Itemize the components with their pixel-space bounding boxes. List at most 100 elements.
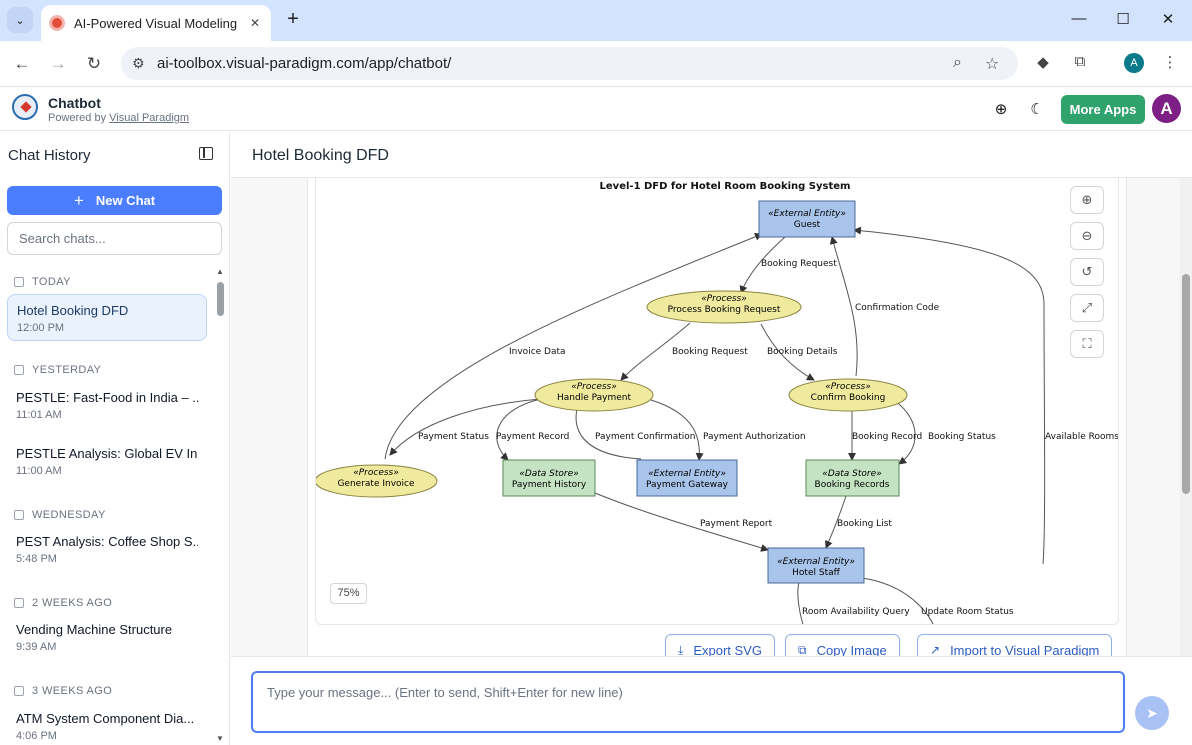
- node-generate-invoice[interactable]: «Process» Generate Invoice: [316, 464, 438, 498]
- language-globe-icon[interactable]: ⊕: [994, 101, 1008, 118]
- node-payment-gateway[interactable]: «External Entity» Payment Gateway: [636, 459, 738, 497]
- message-composer: ➤: [231, 656, 1192, 745]
- edge-process-handle: [620, 322, 691, 381]
- scroll-down-arrow-icon[interactable]: ▼: [216, 734, 224, 743]
- chat-item[interactable]: PESTLE Analysis: Global EV In... 11:00 A…: [7, 438, 207, 485]
- new-chat-button[interactable]: + New Chat: [7, 186, 222, 215]
- tab-search-button[interactable]: ⌄: [7, 7, 33, 33]
- visual-paradigm-link[interactable]: Visual Paradigm: [109, 112, 190, 124]
- chat-item[interactable]: PEST Analysis: Coffee Shop S... 5:48 PM: [7, 526, 207, 573]
- minimize-window-button[interactable]: —: [1071, 10, 1087, 27]
- reset-view-icon[interactable]: ↺: [1070, 258, 1104, 286]
- dfd-diagram-svg: Level-1 DFD for Hotel Room Booking Syste…: [316, 181, 1119, 624]
- chat-item-name: Hotel Booking DFD: [17, 303, 129, 318]
- zoom-in-icon[interactable]: ⊕: [1070, 186, 1104, 214]
- flow-label: Update Room Status: [921, 607, 1014, 617]
- forward-button[interactable]: →: [49, 54, 67, 73]
- flow-label: Confirmation Code: [855, 303, 940, 313]
- copy-image-button[interactable]: ⧉Copy Image: [785, 634, 900, 656]
- fullscreen-icon[interactable]: ⛶: [1070, 330, 1104, 358]
- chat-item[interactable]: PESTLE: Fast-Food in India – ... 11:01 A…: [7, 382, 207, 429]
- node-payment-history[interactable]: «Data Store» Payment History: [502, 459, 596, 497]
- node-booking-records[interactable]: «Data Store» Booking Records: [805, 459, 900, 497]
- fit-to-screen-icon[interactable]: ⤢: [1070, 294, 1104, 322]
- svg-text:«Process»: «Process»: [701, 294, 747, 304]
- flow-label: Payment Confirmation: [595, 432, 696, 442]
- svg-text:Process Booking Request: Process Booking Request: [668, 305, 781, 315]
- node-guest[interactable]: «External Entity» Guest: [758, 200, 856, 238]
- node-process-booking-request[interactable]: «Process» Process Booking Request: [646, 290, 802, 324]
- chat-scroll-thumb[interactable]: [1182, 274, 1190, 494]
- chat-item-name: PESTLE: Fast-Food in India – ...: [16, 390, 198, 405]
- message-input[interactable]: [251, 671, 1125, 733]
- search-chats-input[interactable]: [7, 222, 222, 255]
- extension-icon[interactable]: ◆: [1037, 54, 1049, 71]
- chat-item[interactable]: Vending Machine Structure 9:39 AM: [7, 614, 207, 661]
- chat-item-time: 11:01 AM: [16, 409, 62, 421]
- svg-text:Booking Records: Booking Records: [815, 480, 890, 490]
- sidebar-scroll-thumb[interactable]: [217, 282, 224, 316]
- edge-payment-report: [594, 492, 769, 552]
- zoom-icon[interactable]: ⌕: [953, 54, 962, 71]
- import-to-visual-paradigm-button[interactable]: ↗Import to Visual Paradigm: [917, 634, 1113, 656]
- browser-tab[interactable]: AI-Powered Visual Modeling Ch ✕: [41, 5, 271, 41]
- svg-text:«Process»: «Process»: [825, 382, 871, 392]
- zoom-out-icon[interactable]: ⊖: [1070, 222, 1104, 250]
- external-link-icon: ↗: [930, 643, 941, 656]
- chat-item-time: 4:06 PM: [16, 730, 57, 742]
- user-avatar[interactable]: A: [1152, 94, 1181, 123]
- send-icon[interactable]: ➤: [1135, 696, 1169, 730]
- flow-label: Payment Report: [700, 519, 773, 529]
- app-header: Chatbot Powered by Visual Paradigm ⊕ ☾ M…: [0, 88, 1192, 131]
- sidebar-scrollbar[interactable]: ▲ ▼: [216, 267, 225, 744]
- flow-label: Booking List: [837, 519, 892, 529]
- more-apps-button[interactable]: More Apps: [1061, 95, 1145, 124]
- plus-icon: +: [73, 190, 84, 210]
- tab-strip: ⌄ AI-Powered Visual Modeling Ch ✕ + — ☐ …: [0, 0, 1192, 41]
- conversation-title: Hotel Booking DFD: [252, 147, 389, 164]
- new-tab-button[interactable]: +: [287, 8, 299, 30]
- export-svg-button[interactable]: ⤓Export SVG: [665, 634, 775, 656]
- scroll-up-arrow-icon[interactable]: ▲: [216, 267, 224, 276]
- chat-messages-area: Level-1 DFD for Hotel Room Booking Syste…: [231, 178, 1180, 656]
- chat-item-active[interactable]: Hotel Booking DFD 12:00 PM: [7, 294, 207, 341]
- svg-text:«External Entity»: «External Entity»: [777, 557, 855, 567]
- svg-text:«Data Store»: «Data Store»: [822, 469, 881, 479]
- new-chat-label: New Chat: [95, 193, 156, 208]
- close-tab-icon[interactable]: ✕: [249, 16, 261, 30]
- flow-label: Payment Authorization: [703, 432, 806, 442]
- url-text[interactable]: ai-toolbox.visual-paradigm.com/app/chatb…: [157, 55, 452, 72]
- flow-label: Available Rooms: [1045, 432, 1119, 442]
- bookmark-star-icon[interactable]: ☆: [985, 56, 1000, 73]
- chat-item[interactable]: ATM System Component Dia... 4:06 PM: [7, 703, 207, 745]
- svg-text:«Process»: «Process»: [353, 468, 399, 478]
- edge-handle-gateway: [650, 399, 704, 461]
- tab-title: AI-Powered Visual Modeling Ch: [74, 15, 241, 31]
- collapse-sidebar-icon[interactable]: [199, 147, 213, 160]
- close-window-button[interactable]: ✕: [1161, 11, 1175, 28]
- svg-text:Confirm Booking: Confirm Booking: [811, 393, 886, 403]
- edge-handle-payment-history: [496, 398, 542, 461]
- omnibox[interactable]: ⚙ ai-toolbox.visual-paradigm.com/app/cha…: [121, 47, 1018, 80]
- download-icon: ⤓: [678, 642, 684, 657]
- back-button[interactable]: ←: [13, 54, 31, 73]
- node-hotel-staff[interactable]: «External Entity» Hotel Staff: [767, 547, 865, 584]
- sidebar-title: Chat History: [8, 147, 91, 164]
- visual-paradigm-logo: [12, 94, 38, 120]
- reload-button[interactable]: ↻: [86, 54, 102, 73]
- profile-avatar[interactable]: A: [1124, 53, 1144, 73]
- dark-mode-moon-icon[interactable]: ☾: [1030, 101, 1044, 118]
- dfd-diagram-viewer[interactable]: Level-1 DFD for Hotel Room Booking Syste…: [315, 178, 1119, 625]
- node-confirm-booking[interactable]: «Process» Confirm Booking: [788, 378, 908, 412]
- extensions-puzzle-icon[interactable]: ⧉: [1074, 53, 1086, 70]
- node-handle-payment[interactable]: «Process» Handle Payment: [534, 378, 654, 412]
- flow-label: Booking Record: [852, 432, 922, 442]
- site-info-icon[interactable]: ⚙: [132, 55, 145, 71]
- browser-menu-icon[interactable]: ⋮: [1162, 54, 1178, 71]
- site-favicon-icon: [49, 15, 65, 31]
- group-label-3-weeks-ago: 3 WEEKS AGO: [14, 685, 112, 697]
- conversation-header: Hotel Booking DFD: [231, 132, 1192, 178]
- maximize-window-button[interactable]: ☐: [1116, 11, 1130, 28]
- chat-scrollbar[interactable]: [1180, 178, 1192, 656]
